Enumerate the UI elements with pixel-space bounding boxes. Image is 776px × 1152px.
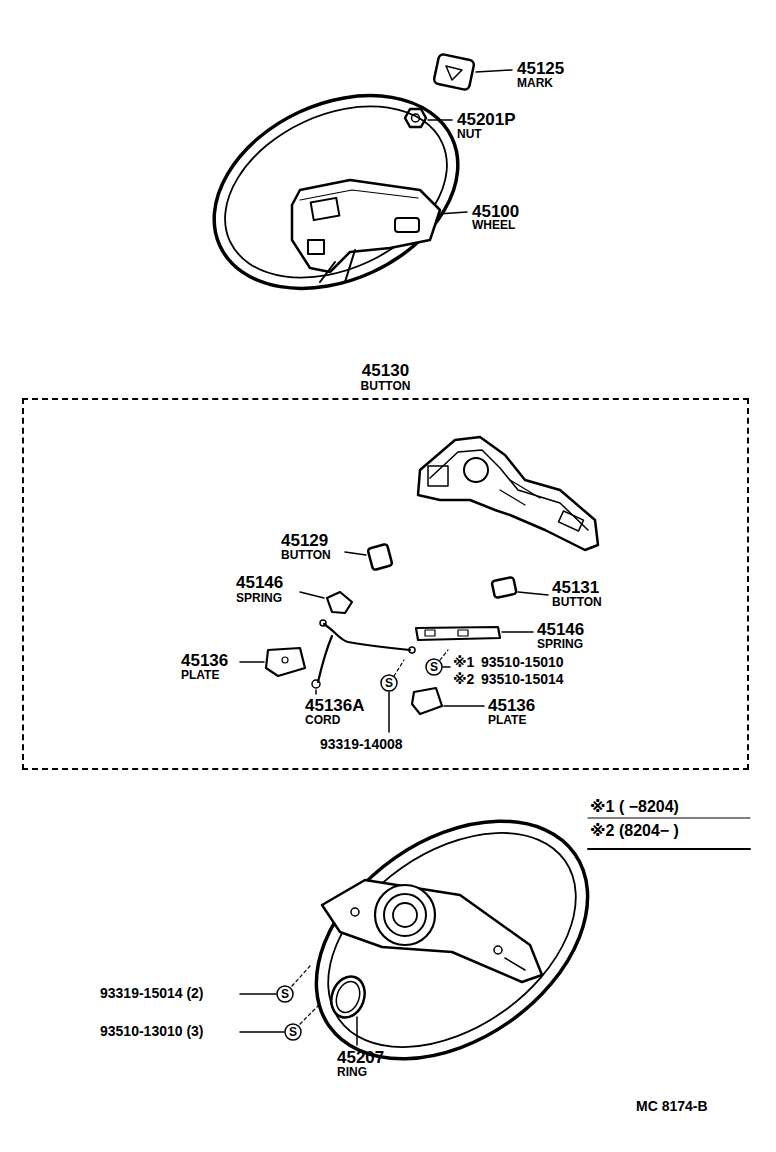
- leader-line: [438, 212, 467, 214]
- screw-symbol-letter: S: [426, 659, 442, 675]
- callout-text: 93510-15014: [481, 672, 564, 687]
- part-name: CORD: [305, 714, 340, 727]
- part-number: 45146: [537, 621, 584, 639]
- screw-symbol: [277, 986, 293, 1002]
- part-name: RING: [337, 1066, 367, 1079]
- part-number: 45207: [337, 1049, 384, 1067]
- part-number: 45201P: [457, 111, 516, 129]
- part-name: PLATE: [181, 669, 219, 682]
- callout-text: ※2: [453, 672, 474, 687]
- leader-line: [502, 631, 533, 633]
- part-name: MARK: [517, 77, 553, 90]
- screw-symbol-letter: S: [277, 986, 293, 1002]
- plate-part: [266, 648, 305, 676]
- button-part: [492, 577, 517, 598]
- callout-text: 93510-13010 (3): [100, 1024, 204, 1039]
- leader-line: [300, 592, 324, 598]
- ring-part: [326, 972, 370, 1022]
- cord-part: [312, 620, 415, 688]
- part-name: WHEEL: [472, 219, 515, 232]
- leader-line: [443, 666, 450, 668]
- leader-line: [240, 1031, 284, 1033]
- leader-line: [518, 592, 548, 595]
- plate-part: [412, 688, 442, 714]
- screw-symbol-letter: S: [285, 1024, 301, 1040]
- horn-button-pad: [418, 437, 598, 550]
- dashed-group-box: 45130BUTTON: [22, 362, 749, 770]
- nut-part: [405, 109, 426, 127]
- leader-line: [444, 705, 484, 707]
- callout-text: ※1: [453, 655, 474, 670]
- leader-line: [240, 993, 276, 995]
- screw-symbol: [285, 1024, 301, 1040]
- part-number: 45146: [236, 574, 283, 592]
- leader-line: [345, 552, 366, 555]
- part-name: PLATE: [488, 714, 526, 727]
- note-rule: [588, 848, 750, 850]
- spring-part: [416, 627, 500, 640]
- dashed-outline: [22, 398, 749, 770]
- group-number: 45130: [22, 362, 749, 380]
- part-number: 45125: [517, 60, 564, 78]
- callout-text: ※2 (8204− ): [590, 823, 679, 840]
- callout-text: MC 8174-B: [636, 1099, 708, 1114]
- screw-symbol: [381, 675, 397, 691]
- part-number: 45136A: [305, 697, 365, 715]
- leader-line: [388, 692, 390, 732]
- leader-line: [240, 661, 264, 663]
- screw-symbol: [426, 659, 442, 675]
- leader-line: [315, 690, 317, 694]
- steering-wheel: [183, 58, 489, 326]
- callout-text: ※1 ( −8204): [590, 799, 679, 816]
- screw-symbol-letter: S: [381, 675, 397, 691]
- part-number: 45136: [181, 652, 228, 670]
- part-name: SPRING: [537, 638, 583, 651]
- mark-part: [433, 54, 474, 91]
- leader-line: [476, 70, 512, 72]
- callout-text: 93319-15014 (2): [100, 986, 204, 1001]
- part-name: BUTTON: [552, 596, 602, 609]
- steering-wheel-rear: [272, 772, 632, 1108]
- part-name: BUTTON: [281, 549, 331, 562]
- part-number: 45129: [281, 532, 328, 550]
- note-rule: [588, 818, 750, 819]
- spring-part: [327, 592, 352, 613]
- part-number: 45131: [552, 579, 599, 597]
- part-name: SPRING: [236, 592, 282, 605]
- callout-text: 93319-14008: [320, 737, 403, 752]
- part-name: NUT: [457, 128, 482, 141]
- button-part: [367, 544, 392, 570]
- group-name: BUTTON: [22, 380, 749, 393]
- callout-text: 93510-15010: [481, 655, 564, 670]
- part-number: 45136: [488, 697, 535, 715]
- leader-line: [356, 1017, 358, 1045]
